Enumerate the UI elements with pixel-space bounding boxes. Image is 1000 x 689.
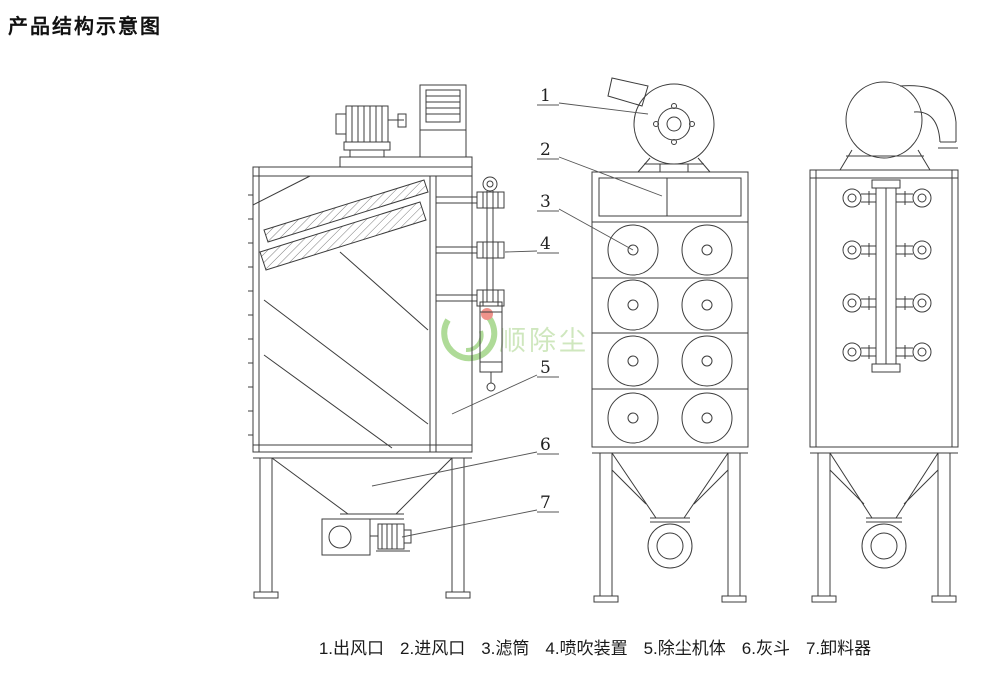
ash-hopper-rear [829,452,939,569]
legend-item-5: 5.除尘机体 [643,639,726,658]
support-legs-front [592,452,748,603]
rear-view [809,81,959,603]
front-view [591,77,749,603]
air-tank [479,301,503,392]
legend-item-6: 6.灰斗 [741,639,790,658]
body-rear [809,169,959,448]
watermark-logo: 顺除尘 [441,308,589,362]
pulse-jet-assembly [436,176,505,392]
callout-3: 3 [540,192,551,212]
legend-item-1: 1.出风口 [318,639,385,658]
legend-item-7: 7.卸料器 [805,639,872,658]
outlet-plenum [591,171,749,223]
callout-7: 7 [540,493,551,513]
support-legs-side [253,457,472,599]
legend-item-2: 2.进风口 [400,639,466,658]
centrifugal-fan-rear [839,81,958,171]
ash-hopper-side [271,457,453,520]
inlet-duct [259,179,429,271]
callout-5: 5 [540,358,551,378]
callout-2: 2 [540,140,551,160]
fan-motor-assembly [335,84,473,168]
callout-4: 4 [540,234,551,254]
callout-6: 6 [540,435,551,455]
pulse-manifold [842,179,932,373]
legend-item-3: 3.滤筒 [481,639,530,658]
collector-body [248,166,473,453]
ash-hopper-front [611,452,729,569]
legend-item-4: 4.喷吹装置 [545,639,628,658]
rotary-discharger [321,518,412,556]
side-view [248,84,505,599]
watermark-dot-icon [481,308,493,320]
watermark-text: 顺除尘 [499,326,589,357]
support-legs-rear [810,452,958,603]
filter-cartridge-grid [591,221,749,448]
parts-legend: 1.出风口 2.进风口 3.滤筒 4.喷吹装置 5.除尘机体 6.灰斗 7.卸料… [230,634,960,659]
callout-1: 1 [540,86,551,106]
page-title: 产品结构示意图 [8,16,162,38]
callouts: 1 2 3 4 5 6 7 [371,86,663,538]
centrifugal-fan-front [607,77,715,173]
